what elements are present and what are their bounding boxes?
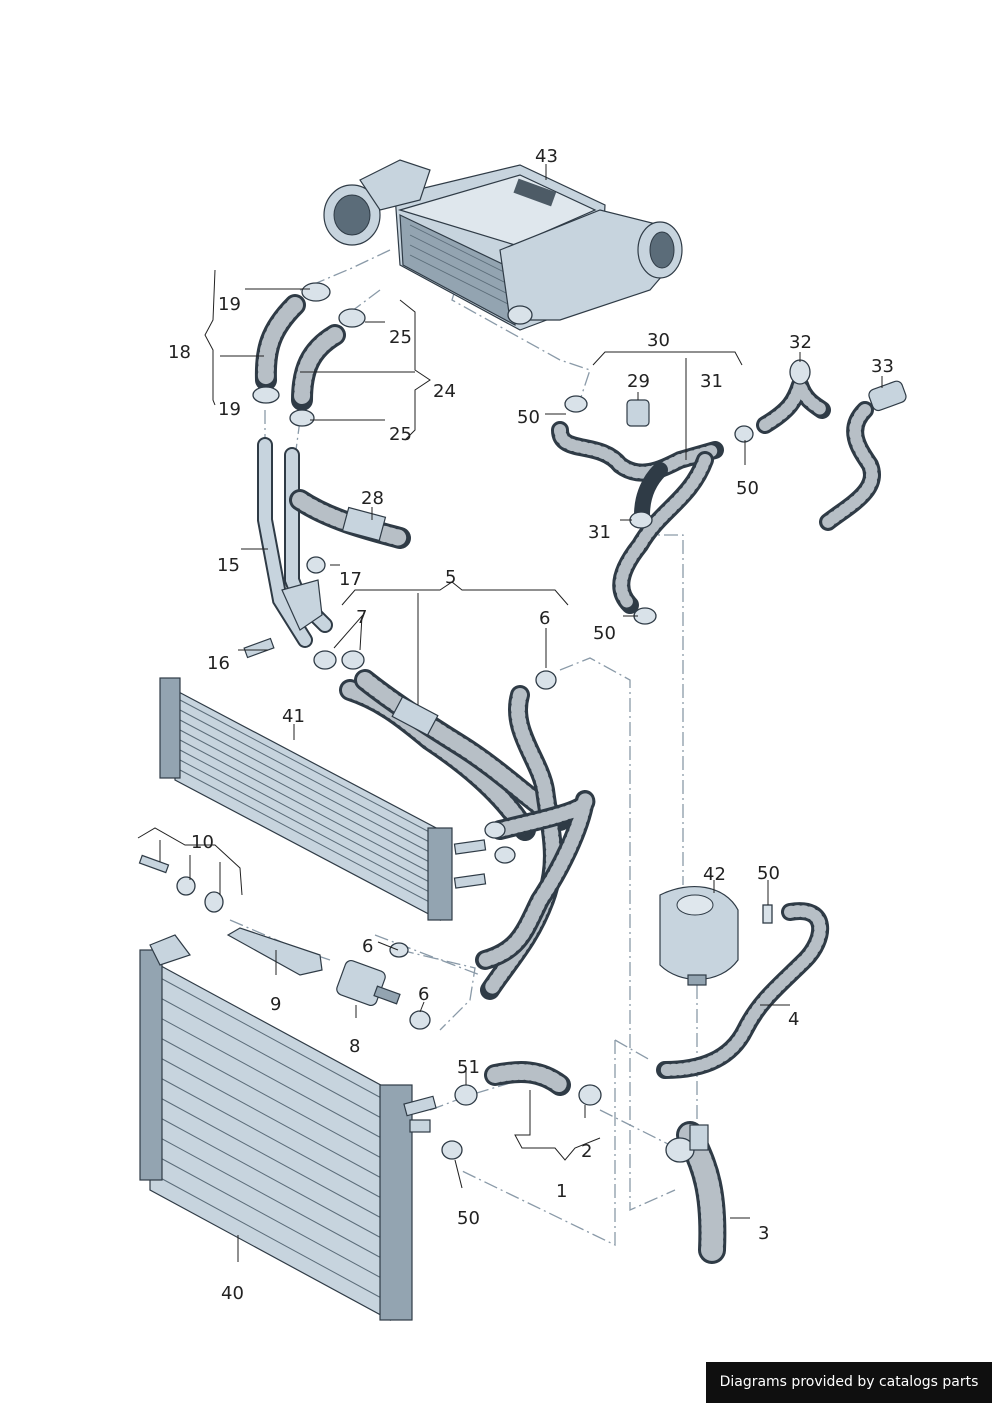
callout-1: 1: [556, 1181, 567, 1202]
callout-4: 4: [788, 1009, 799, 1030]
bracket-9: [226, 927, 323, 976]
hose-28: [289, 489, 411, 549]
callout-7: 7: [356, 607, 367, 628]
intercooler: [323, 159, 683, 331]
vent-hoses-30: [551, 395, 754, 625]
callout-31-bottom: 31: [588, 522, 611, 543]
callout-6-c: 6: [418, 984, 429, 1005]
hose-2: [441, 1061, 602, 1160]
hose-33: [819, 380, 907, 531]
callout-50-b: 50: [736, 478, 759, 499]
leader-lines: [137, 164, 883, 1262]
callout-16: 16: [207, 653, 230, 674]
callout-50-a: 50: [517, 407, 540, 428]
callout-19-bottom: 19: [218, 399, 241, 420]
callout-31-top: 31: [700, 371, 723, 392]
charge-hose-24: [289, 308, 366, 427]
callout-32: 32: [789, 332, 812, 353]
charge-hose-18: [252, 282, 331, 404]
callout-25-top: 25: [389, 327, 412, 348]
callout-42: 42: [703, 864, 726, 885]
callout-24: 24: [433, 381, 456, 402]
callout-6-a: 6: [539, 608, 550, 629]
callout-50-e: 50: [457, 1208, 480, 1229]
callout-28: 28: [361, 488, 384, 509]
callout-29: 29: [627, 371, 650, 392]
callout-17: 17: [339, 569, 362, 590]
callout-8: 8: [349, 1036, 360, 1057]
water-pump-8: [336, 942, 431, 1030]
callout-labels: 43 19 18 19 25 24 25 30 29 31 32 33 50 5…: [168, 146, 894, 1304]
callout-6-b: 6: [362, 936, 373, 957]
callout-50-d: 50: [757, 863, 780, 884]
radiator-40: [139, 934, 437, 1322]
callout-50-c: 50: [593, 623, 616, 644]
coolant-pipe-15: [243, 437, 333, 659]
hose-3: [665, 1121, 727, 1264]
callout-9: 9: [270, 994, 281, 1015]
callout-19-top: 19: [218, 294, 241, 315]
hose-4: [656, 902, 830, 1079]
assembly-lines: [229, 249, 698, 1247]
callout-30: 30: [647, 330, 670, 351]
hose-assembly-5: [313, 650, 596, 1000]
callout-3: 3: [758, 1223, 769, 1244]
callout-15: 15: [217, 555, 240, 576]
callout-10: 10: [191, 832, 214, 853]
hose-32: [756, 359, 831, 434]
callout-18: 18: [168, 342, 191, 363]
callout-41: 41: [282, 706, 305, 727]
callout-5: 5: [445, 567, 456, 588]
aux-radiator-41: [159, 677, 487, 921]
callout-2: 2: [581, 1141, 592, 1162]
callout-43: 43: [535, 146, 558, 167]
fasteners-10: [138, 854, 224, 913]
callout-33: 33: [871, 356, 894, 377]
callout-40: 40: [221, 1283, 244, 1304]
credit-banner: Diagrams provided by catalogs parts: [706, 1362, 992, 1403]
callout-25-bottom: 25: [389, 424, 412, 445]
expansion-tank-42: [659, 886, 773, 986]
callout-51: 51: [457, 1057, 480, 1078]
